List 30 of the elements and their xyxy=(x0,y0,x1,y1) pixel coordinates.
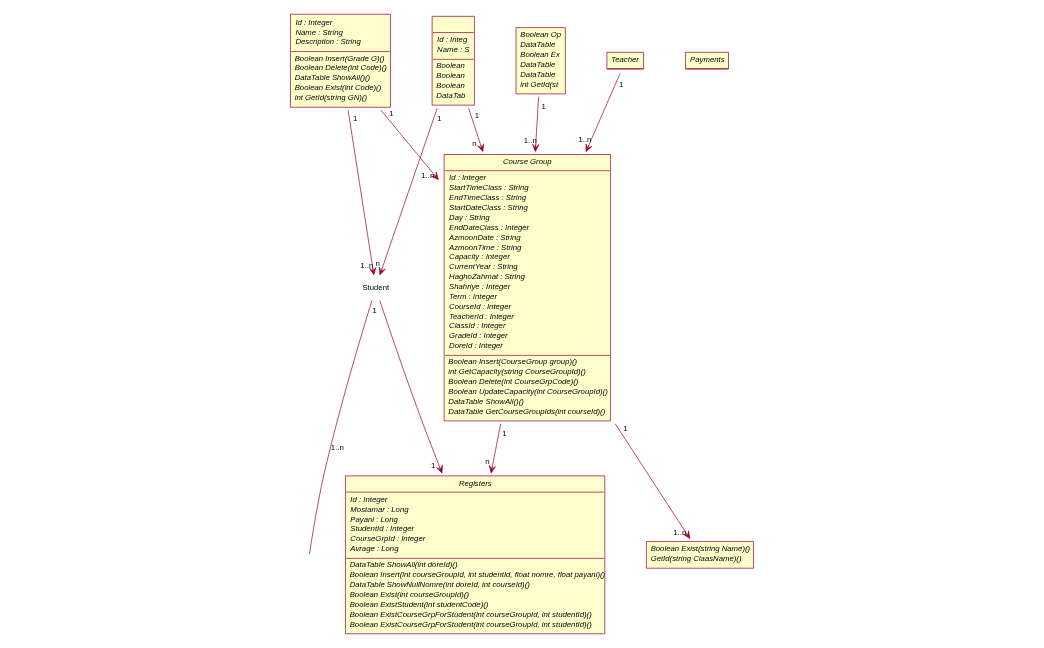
label: 1..n xyxy=(330,443,344,453)
arrow xyxy=(378,107,438,276)
label: 1..n xyxy=(578,135,592,145)
connector xyxy=(309,300,373,555)
label: 1 xyxy=(619,79,624,89)
arrow xyxy=(614,423,691,539)
label: 1 xyxy=(437,114,442,124)
label: 1 xyxy=(353,113,358,123)
label: 1 xyxy=(372,306,377,316)
label: n xyxy=(485,457,490,467)
label: 1..n xyxy=(673,528,687,538)
label: 1 xyxy=(431,460,436,470)
arrow xyxy=(532,96,540,152)
label: 1..n xyxy=(421,170,435,180)
label: 1 xyxy=(541,101,546,111)
arrow xyxy=(585,73,621,152)
node-text: Student xyxy=(362,282,390,292)
label: n xyxy=(472,138,477,148)
arrow xyxy=(347,109,377,276)
arrow xyxy=(380,109,439,180)
arrow xyxy=(488,423,502,474)
arrow xyxy=(379,300,443,474)
arrow xyxy=(468,107,484,152)
label: 1 xyxy=(502,429,507,439)
label: 1..n xyxy=(523,136,537,146)
label: 1 xyxy=(623,423,628,433)
label: 1..n xyxy=(360,261,374,271)
label: n xyxy=(375,258,380,268)
label: 1 xyxy=(389,109,394,119)
label: 1 xyxy=(474,110,480,120)
